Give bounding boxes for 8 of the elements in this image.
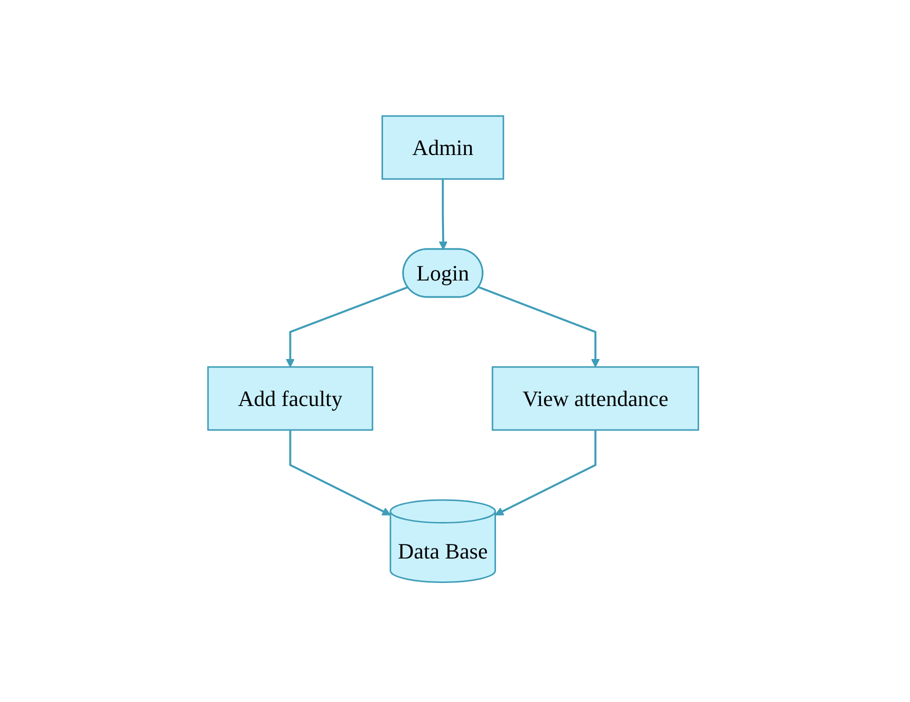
node-box: Add faculty xyxy=(207,366,374,431)
arrow xyxy=(494,430,596,516)
node-box: Admin xyxy=(381,115,504,180)
arrow xyxy=(478,286,600,368)
node-box: View attendance xyxy=(492,366,699,431)
arrow xyxy=(438,178,448,250)
arrow xyxy=(289,430,391,516)
arrow xyxy=(286,286,408,368)
